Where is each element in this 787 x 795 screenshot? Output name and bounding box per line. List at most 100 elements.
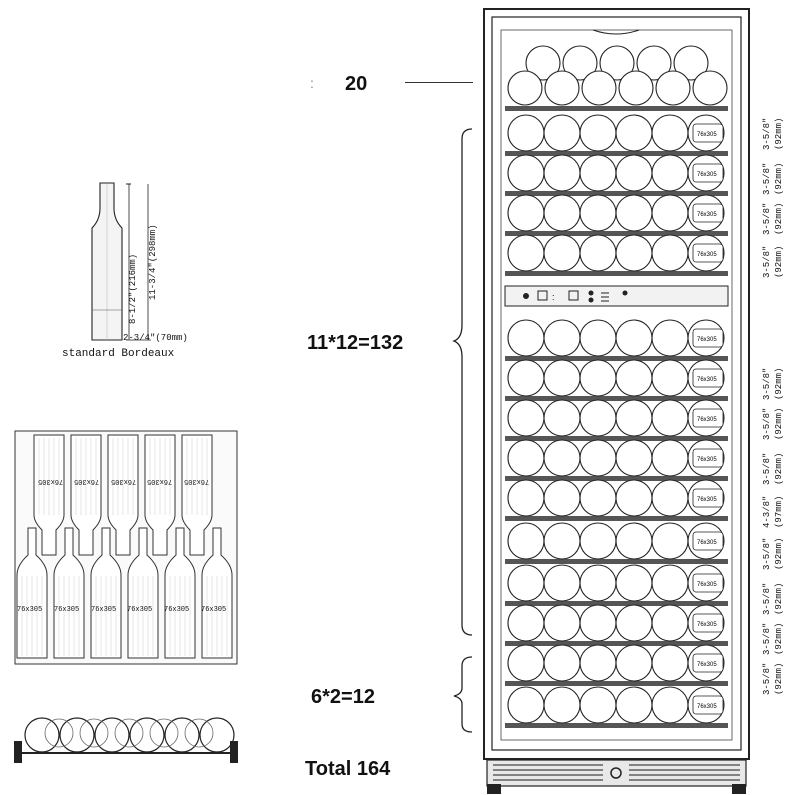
rack-bottle [24, 717, 60, 753]
spacing-label: 3-5/8" [762, 452, 772, 485]
wine-shelf [505, 231, 728, 236]
spacing-label: 3-5/8" [762, 202, 772, 235]
rack-bottle [199, 717, 235, 753]
shelf-bottle [651, 114, 689, 152]
shelf-tag-box [692, 613, 724, 633]
shelf-bottle [651, 319, 689, 357]
shelf-bottle [615, 479, 653, 517]
top-bottle [673, 45, 709, 81]
shelf-bottle [507, 399, 545, 437]
shelf-tag-box [692, 488, 724, 508]
shelf-bottle [579, 439, 617, 477]
wine-shelf [505, 476, 728, 481]
shelf-bottle [579, 114, 617, 152]
spacing-label: 3-5/8" [762, 622, 772, 655]
shelf-bottle [615, 234, 653, 272]
wine-cooler-front: 76x30576x30576x30576x30576x30576x30576x3… [483, 8, 750, 794]
wine-shelf [505, 681, 728, 686]
top-bottle [692, 70, 728, 106]
top-bottle [655, 70, 691, 106]
shelf-bottle [507, 644, 545, 682]
shelf-bottle [579, 359, 617, 397]
lower-tag: 76x305 [54, 606, 80, 614]
bottle-caption: standard Bordeaux [62, 348, 175, 360]
spacing-label: 3-5/8" [762, 407, 772, 440]
shelf-bottle [615, 686, 653, 724]
shelf-bottle [615, 114, 653, 152]
shelf-bottle [543, 564, 581, 602]
wine-shelf [505, 151, 728, 156]
top-bottle [599, 45, 635, 81]
shelf-bottle [543, 359, 581, 397]
shelf-bottle [651, 479, 689, 517]
shelf-bottle [651, 439, 689, 477]
shelf-tag-box [692, 408, 724, 428]
spacing-label: 3-5/8" [762, 537, 772, 570]
shelf-bottle [543, 604, 581, 642]
upper-tag: 76x305 [74, 477, 100, 485]
spacing-label: (92mm) [774, 245, 784, 278]
top-capacity-label: 20 [345, 73, 368, 95]
rack-bottle [164, 717, 200, 753]
wine-shelf [505, 356, 728, 361]
spacing-label: 3-5/8" [762, 245, 772, 278]
shelf-bottle [579, 522, 617, 560]
top-bottle [636, 45, 672, 81]
rack-bottle [94, 717, 130, 753]
shelf-bottle [507, 604, 545, 642]
top-bottle [507, 70, 543, 106]
shelf-bottle [651, 644, 689, 682]
top-bottle [562, 45, 598, 81]
shelf-bottle [543, 399, 581, 437]
shelf-bottle [615, 194, 653, 232]
wine-shelf [505, 271, 728, 276]
wine-shelf [505, 516, 728, 521]
shelf-bottle [543, 234, 581, 272]
shelf-bottle [543, 154, 581, 192]
shelf-bottle [615, 564, 653, 602]
shelf-bottle [543, 686, 581, 724]
wine-shelf [505, 191, 728, 196]
shelf-tag: 76x305 [697, 582, 717, 588]
shelf-bottle [579, 319, 617, 357]
lower-tag: 76x305 [91, 606, 117, 614]
spacing-label: (92mm) [774, 117, 784, 150]
wine-shelf [505, 106, 728, 111]
upper-tag: 76x305 [184, 477, 210, 485]
single-rack-view [14, 717, 238, 763]
middle-section-bracket [452, 128, 473, 636]
shelf-tag-box [692, 695, 724, 715]
shelf-bottle [651, 686, 689, 724]
wine-shelf [505, 723, 728, 728]
shelf-tag-box [692, 243, 724, 263]
shelf-bottle [651, 604, 689, 642]
svg-text::: : [552, 292, 555, 302]
shelf-bottle [507, 522, 545, 560]
tick-mark: : [310, 75, 314, 91]
shelf-tag: 76x305 [697, 377, 717, 383]
shelf-tag-box [692, 653, 724, 673]
spacing-label: (92mm) [774, 622, 784, 655]
shelf-tag-box [692, 328, 724, 348]
shelf-bottle [507, 114, 545, 152]
spacing-label: (97mm) [774, 495, 784, 528]
shelf-bottle [507, 154, 545, 192]
top-bottle [525, 45, 561, 81]
shelf-tag: 76x305 [697, 622, 717, 628]
bottle-diameter: 2-3/4"(70mm) [123, 333, 188, 343]
shelf-bottle [507, 359, 545, 397]
shelf-bottle [579, 604, 617, 642]
shelf-bottle [543, 114, 581, 152]
shelf-bottle [615, 604, 653, 642]
shelf-tag: 76x305 [697, 252, 717, 258]
shelf-tag: 76x305 [697, 132, 717, 138]
shelf-bottle [651, 194, 689, 232]
top-leader-line [405, 82, 473, 83]
shelf-bottle [579, 399, 617, 437]
shelf-tag: 76x305 [697, 540, 717, 546]
bottom-capacity-label: 6*2=12 [311, 686, 375, 708]
shelf-bottle [615, 644, 653, 682]
shelf-bottle [543, 522, 581, 560]
shelf-bottle [615, 522, 653, 560]
shelf-bottle [507, 686, 545, 724]
